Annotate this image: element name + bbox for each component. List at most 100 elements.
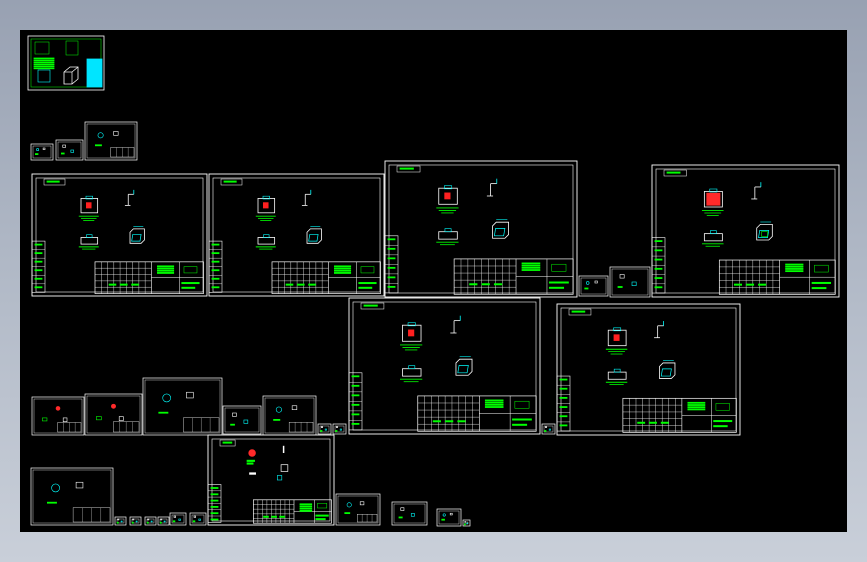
sheet-a2 — [208, 173, 385, 297]
tiny-sheet-4 — [169, 512, 187, 526]
sheet-border — [651, 164, 840, 298]
small-sheet-2 — [55, 139, 84, 161]
mini-border — [55, 139, 84, 161]
small-sheet-15 — [335, 493, 381, 526]
mini-border — [335, 493, 381, 526]
mini-border — [332, 423, 347, 435]
tiny-sheet-3 — [157, 516, 170, 526]
mini-border — [114, 516, 127, 526]
revision-strip — [31, 240, 46, 293]
small-sheet-17 — [436, 508, 462, 527]
part-views — [78, 189, 145, 250]
sheet-border — [207, 434, 335, 526]
tiny-sheet-1 — [129, 516, 142, 526]
small-sheet-3 — [84, 121, 138, 161]
mini-border — [169, 512, 187, 526]
mini-border — [541, 423, 556, 435]
mini-border — [578, 275, 609, 297]
mini-border — [391, 501, 428, 526]
revision-strip — [556, 375, 571, 432]
sheet-b2 — [556, 303, 741, 436]
mini-border — [31, 396, 85, 436]
inner-frame — [211, 438, 331, 522]
mini-border — [189, 512, 207, 526]
part-views — [605, 321, 676, 386]
tiny-sheet-2 — [144, 516, 157, 526]
inner-frame — [352, 301, 537, 431]
inner-frame — [560, 307, 737, 432]
title-block — [453, 258, 574, 295]
sheet-a4 — [651, 164, 840, 298]
mini-border — [317, 423, 332, 435]
inner-frame — [212, 177, 381, 293]
mini-border — [262, 395, 317, 436]
title-block — [253, 499, 332, 524]
mini-border — [30, 467, 114, 526]
part-views — [400, 315, 473, 383]
title-block — [94, 261, 204, 294]
mini-border — [436, 508, 462, 527]
mini-border — [462, 519, 471, 527]
title-block — [271, 261, 381, 294]
small-sheet-11 — [262, 395, 317, 436]
tiny-sheet-6 — [462, 519, 471, 527]
sheet-tag — [220, 178, 243, 186]
mini-border — [609, 266, 651, 298]
inner-frame — [655, 168, 836, 294]
mini-border — [84, 121, 138, 161]
revision-strip — [651, 237, 666, 294]
inner-frame — [35, 177, 204, 293]
small-sheet-12 — [317, 423, 332, 435]
mini-border — [144, 516, 157, 526]
sheet-c1 — [207, 434, 335, 526]
mini-border — [129, 516, 142, 526]
sheet-a3 — [384, 160, 578, 298]
part-views — [255, 189, 322, 250]
mini-border — [222, 405, 262, 435]
small-sheet-10 — [222, 405, 262, 435]
revision-strip — [384, 235, 399, 294]
title-block — [718, 259, 836, 295]
mini-border — [142, 377, 223, 436]
small-sheet-9 — [142, 377, 223, 436]
sheet-tag — [663, 169, 687, 177]
small-sheet-13 — [332, 423, 347, 435]
title-block — [622, 397, 737, 433]
small-sheet-7 — [31, 396, 85, 436]
small-sheet-14 — [30, 467, 114, 526]
sheet-tag — [360, 302, 385, 310]
small-sheet-4 — [578, 275, 609, 297]
part-views — [436, 178, 509, 246]
drawing-viewport[interactable] — [20, 30, 847, 532]
cyan-block — [86, 58, 103, 88]
sheet-a1 — [31, 173, 208, 297]
mini-border — [157, 516, 170, 526]
sheet-tag — [43, 178, 66, 186]
sheet-tag — [568, 308, 592, 316]
small-sheet-5 — [609, 266, 651, 298]
sheet-border — [348, 297, 541, 435]
red-marker — [248, 449, 256, 457]
small-sheet-8 — [84, 393, 143, 436]
cad-drawing-canvas[interactable] — [20, 30, 847, 532]
sheet-border — [384, 160, 578, 298]
mini-border — [30, 143, 54, 161]
overview-sheet — [27, 35, 105, 91]
small-sheet-6 — [541, 423, 556, 435]
revision-strip — [208, 240, 223, 293]
small-sheet-1 — [30, 143, 54, 161]
sheet-border — [31, 173, 208, 297]
title-block — [417, 395, 537, 432]
sheet-b1 — [348, 297, 541, 435]
part-views — [701, 182, 773, 247]
tiny-sheet-5 — [189, 512, 207, 526]
sheet-tag — [396, 165, 421, 173]
inner-frame — [388, 164, 574, 294]
revision-strip — [207, 484, 222, 523]
sheet-tag — [219, 439, 236, 447]
small-sheet-16 — [391, 501, 428, 526]
tiny-sheet-0 — [114, 516, 127, 526]
sheet-border — [556, 303, 741, 436]
revision-strip — [348, 372, 363, 431]
sheet-border — [208, 173, 385, 297]
